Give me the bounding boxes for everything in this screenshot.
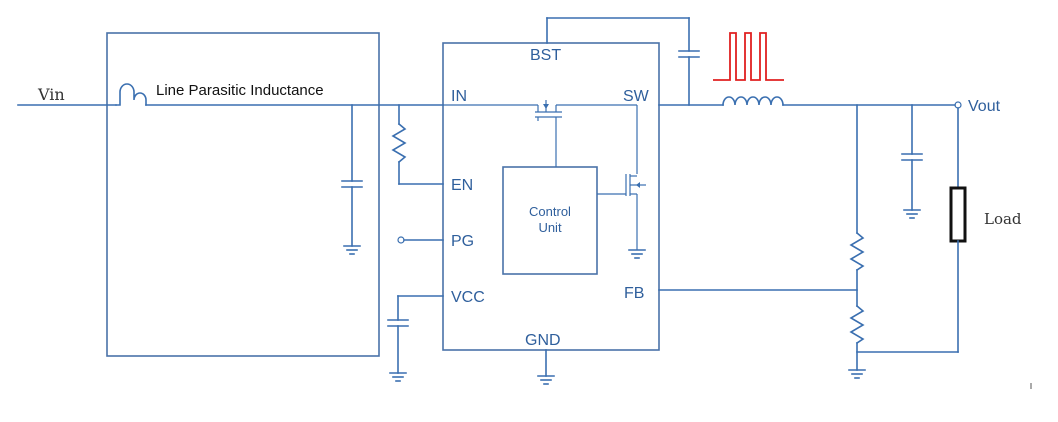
vin-label: Vin	[37, 85, 65, 104]
low-side-mosfet-icon	[597, 105, 646, 250]
high-side-mosfet-icon	[443, 100, 637, 167]
ground-icon	[343, 245, 361, 255]
pin-label-pg: PG	[451, 233, 474, 250]
ground-icon	[903, 209, 921, 219]
pg-terminal	[397, 236, 405, 244]
pin-label-fb: FB	[624, 285, 644, 302]
ground-icon	[848, 369, 866, 379]
fb-upper-resistor-icon	[849, 231, 865, 272]
pin-label-en: EN	[451, 177, 473, 194]
load-resistor-icon	[949, 186, 967, 243]
pin-label-sw: SW	[623, 88, 650, 105]
ground-icon	[537, 375, 555, 385]
control-unit-block	[502, 166, 598, 275]
switching-waveform-icon	[713, 32, 784, 81]
control-unit-label-line2: Unit	[538, 220, 562, 235]
pin-label-bst: BST	[530, 47, 561, 64]
output-inductor-icon	[722, 96, 784, 106]
parasitic-inductor-icon	[115, 83, 147, 106]
pin-label-vcc: VCC	[451, 289, 485, 306]
pin-label-gnd: GND	[525, 332, 561, 349]
parasitic-enclosure-box	[106, 32, 380, 357]
fb-lower-resistor-icon	[849, 304, 865, 345]
en-resistor-icon	[391, 122, 407, 164]
vout-terminal	[954, 101, 962, 109]
ic-body	[442, 42, 660, 351]
vout-label: Vout	[968, 98, 1001, 115]
ground-icon	[628, 249, 646, 259]
control-unit-label-line1: Control	[529, 204, 571, 219]
ground-icon	[389, 372, 407, 382]
load-label: Load	[984, 210, 1022, 228]
pin-label-in: IN	[451, 88, 467, 105]
parasitic-inductance-label: Line Parasitic Inductance	[156, 82, 324, 99]
